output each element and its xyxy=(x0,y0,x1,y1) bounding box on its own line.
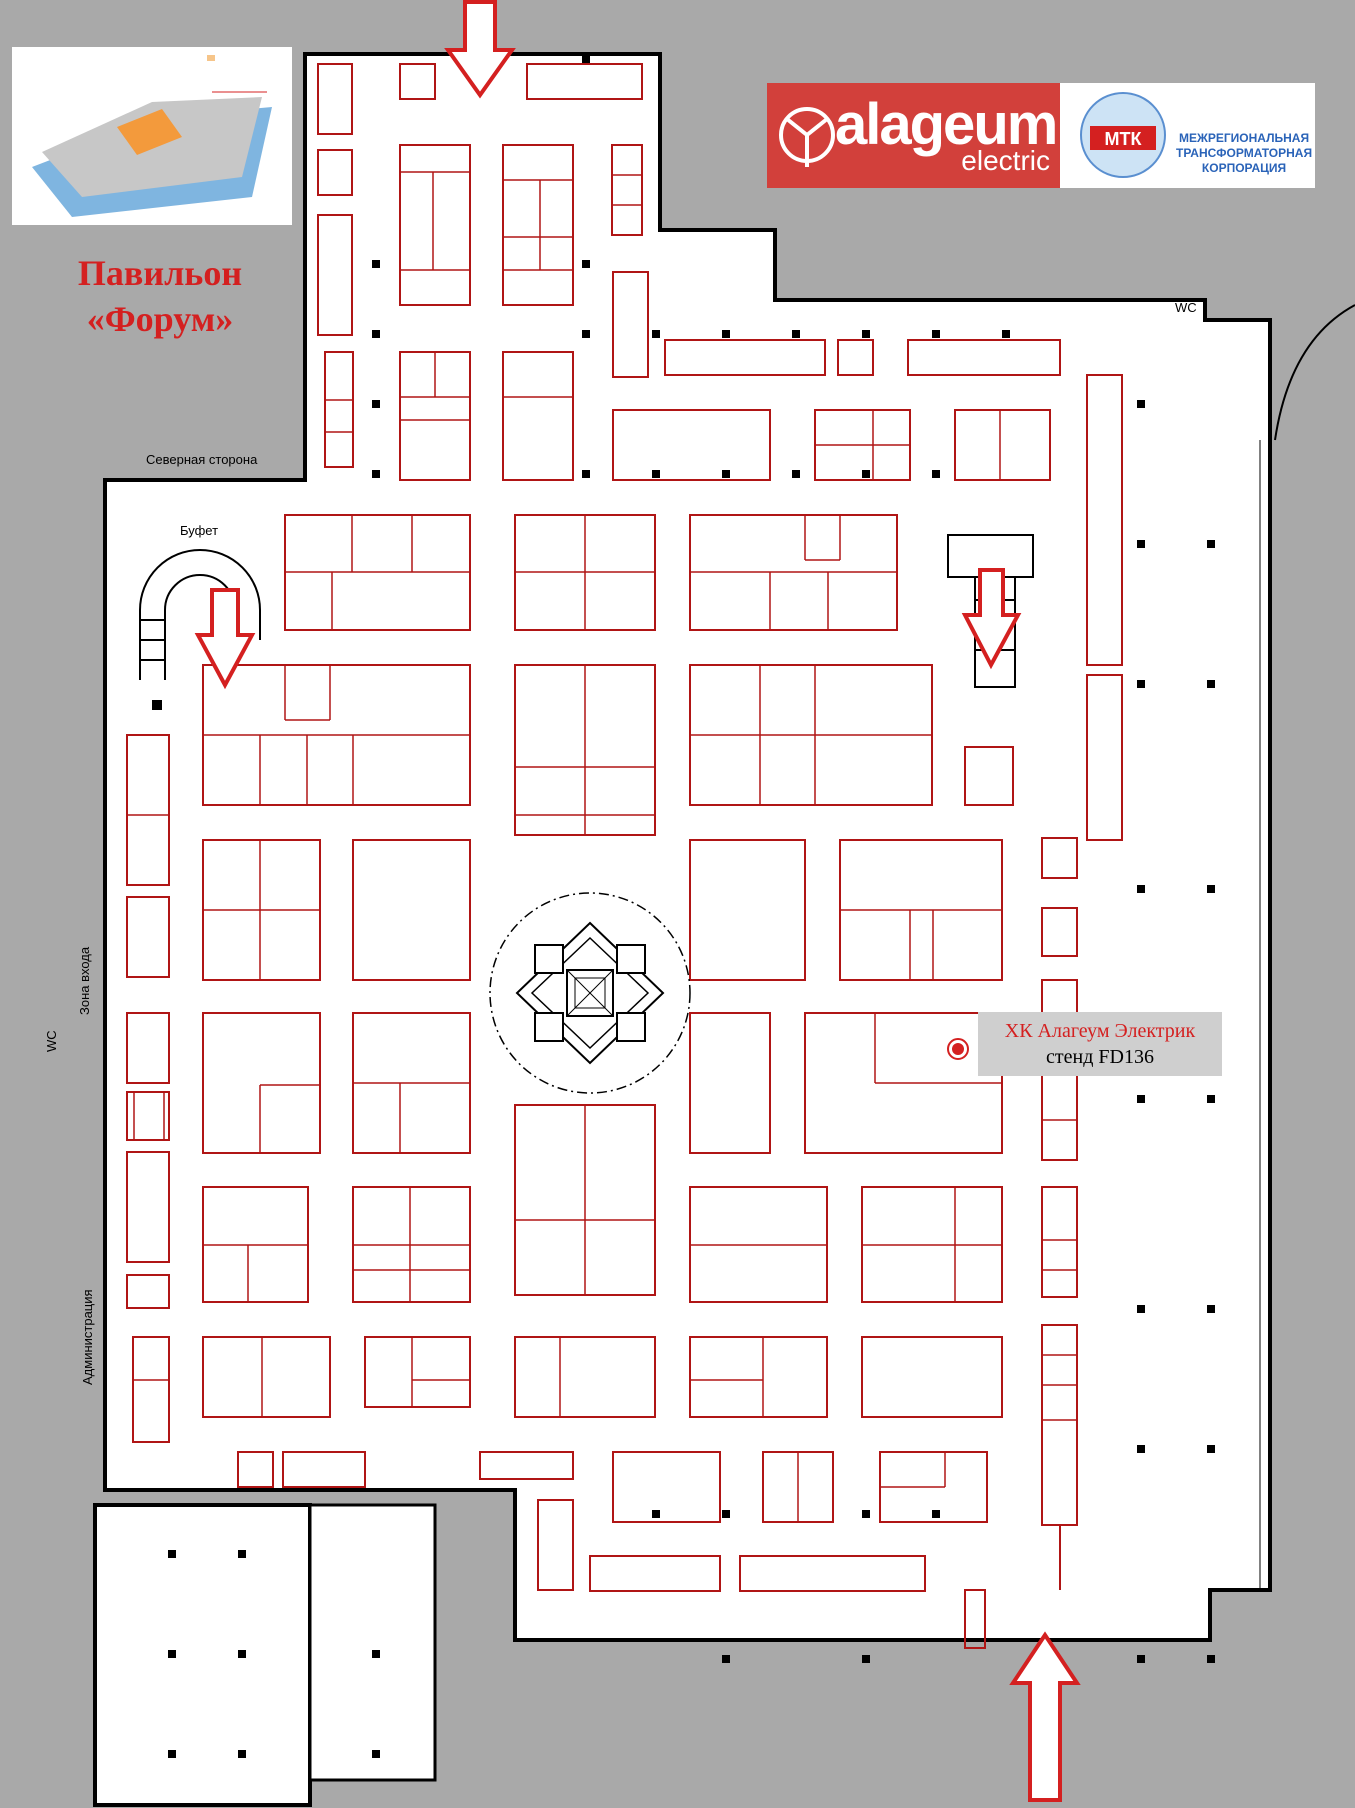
booth xyxy=(317,214,353,336)
alageum-subtitle: electric xyxy=(961,145,1050,176)
booth xyxy=(861,1336,1003,1418)
booth xyxy=(1086,374,1123,666)
hall-floor xyxy=(103,52,1272,1642)
annex-room-2 xyxy=(308,1503,437,1782)
booth xyxy=(589,1555,721,1592)
booth xyxy=(612,409,771,481)
booth xyxy=(739,1555,926,1592)
booth xyxy=(526,63,643,100)
booth xyxy=(126,1012,170,1084)
booth xyxy=(907,339,1061,376)
annex-room xyxy=(93,1503,312,1807)
stand-callout: ХК Алагеум Электрик стенд FD136 xyxy=(978,1012,1222,1076)
booth xyxy=(612,1451,721,1523)
mtk-line1: МЕЖРЕГИОНАЛЬНАЯ xyxy=(1178,131,1310,145)
mtk-line2: ТРАНСФОРМАТОРНАЯ xyxy=(1176,146,1313,160)
booth xyxy=(399,144,471,306)
booth xyxy=(954,409,1051,481)
mtk-line3: КОРПОРАЦИЯ xyxy=(1201,161,1287,175)
entrance-zone-label: Зона входа xyxy=(77,946,92,1015)
booth xyxy=(1041,837,1078,879)
booth xyxy=(689,1012,771,1154)
columns xyxy=(152,55,1215,1758)
booth xyxy=(324,351,354,468)
booth xyxy=(502,351,574,481)
minimap-legend-swatch xyxy=(207,55,215,61)
pavilion-title-line2: «Форум» xyxy=(86,299,234,339)
east-curve xyxy=(1274,304,1355,441)
booth xyxy=(132,1336,170,1443)
booth xyxy=(237,1451,274,1488)
buffet-label: Буфет xyxy=(180,523,219,538)
booth xyxy=(611,144,643,236)
booth xyxy=(964,1589,986,1649)
central-fountain xyxy=(489,892,691,1094)
booth xyxy=(126,1091,170,1141)
booth xyxy=(126,1151,170,1263)
booth xyxy=(964,746,1014,806)
arrow-down-icon xyxy=(444,0,516,99)
booth xyxy=(126,734,170,886)
alageum-logo: alageum electric xyxy=(767,83,1060,188)
booth xyxy=(689,839,806,981)
north-side-label: Северная сторона xyxy=(146,452,258,467)
booth-dividers xyxy=(127,171,1077,1522)
booth xyxy=(317,149,353,196)
booth xyxy=(1041,1186,1078,1298)
booth xyxy=(126,896,170,978)
booth xyxy=(514,1336,656,1418)
pavilion-title-line1: Павильон xyxy=(77,253,243,293)
booth xyxy=(612,271,649,378)
booth xyxy=(202,1012,321,1154)
booth xyxy=(837,339,874,376)
booth xyxy=(364,1336,471,1408)
globe-icon: МТК xyxy=(1080,92,1166,178)
arrow-up-icon xyxy=(1009,1631,1081,1802)
booth xyxy=(537,1499,574,1591)
wind-turbine-icon xyxy=(779,107,835,167)
administration-label: Администрация xyxy=(80,1289,95,1385)
booth xyxy=(126,1274,170,1309)
wc-left-label: WC xyxy=(44,1030,59,1052)
booth xyxy=(664,339,826,376)
mtk-logo: МТК МЕЖРЕГИОНАЛЬНАЯ ТРАНСФОРМАТОРНАЯ КОР… xyxy=(1060,83,1315,188)
booth xyxy=(1086,674,1123,841)
booth xyxy=(317,63,353,135)
sponsor-logos: alageum electric МТК МЕЖРЕГИОНАЛЬНАЯ ТРА… xyxy=(767,83,1315,188)
pavilion-title: Павильон «Форум» xyxy=(40,250,280,342)
mtk-badge: МТК xyxy=(1105,129,1143,149)
minimap-highlight xyxy=(117,109,182,155)
booth xyxy=(502,144,574,306)
booth xyxy=(282,1451,366,1488)
booth xyxy=(352,839,471,981)
callout-stand: стенд FD136 xyxy=(1046,1046,1154,1068)
callout-company: ХК Алагеум Электрик xyxy=(1004,1020,1196,1042)
entrance-arrows xyxy=(194,0,1081,1802)
booth xyxy=(399,63,436,100)
booth xyxy=(202,1336,331,1418)
booth xyxy=(479,1451,574,1480)
arrow-down-icon xyxy=(194,588,256,690)
alageum-wordmark: alageum xyxy=(835,92,1058,157)
site-minimap xyxy=(12,47,292,225)
arrow-down-icon xyxy=(961,568,1022,670)
wc-top-label: WC xyxy=(1175,300,1197,315)
booth xyxy=(1041,907,1078,957)
booth xyxy=(689,1336,828,1418)
mtk-name: МЕЖРЕГИОНАЛЬНАЯ ТРАНСФОРМАТОРНАЯ КОРПОРА… xyxy=(1176,131,1312,176)
stand-marker-icon xyxy=(947,1038,969,1060)
